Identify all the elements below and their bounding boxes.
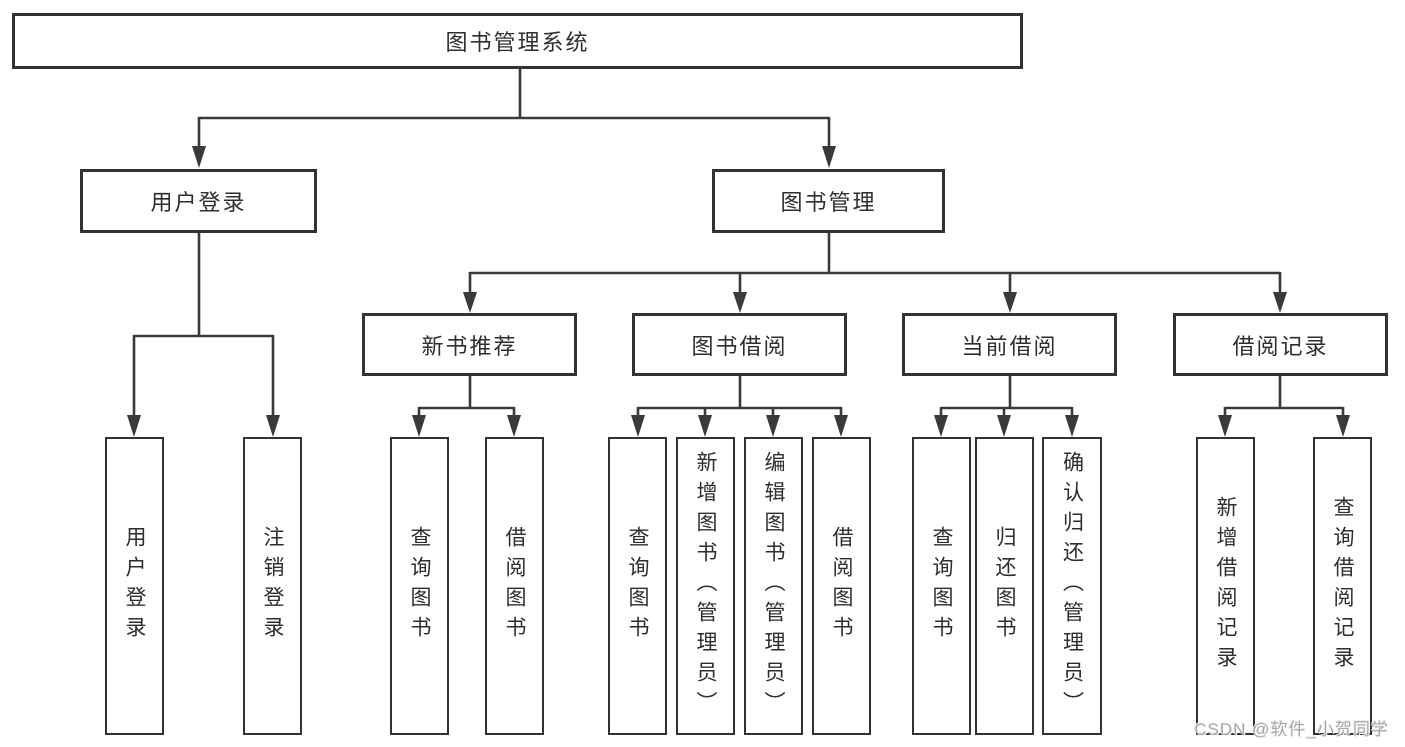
node-borrow-records: 借阅记录 [1173, 313, 1388, 376]
leaf-label: 借阅图书 [830, 526, 853, 646]
node-book-mgmt-label: 图书管理 [780, 190, 877, 215]
leaf-label: 编辑图书（管理员） [762, 451, 785, 721]
arrowheads-level2 [192, 146, 836, 168]
arrowheads-borrow-records [1218, 415, 1350, 437]
node-return-book: 归还图书 [975, 437, 1034, 735]
leaf-label: 查询图书 [408, 526, 431, 646]
node-user-login-leaf: 用户登录 [105, 437, 164, 735]
leaf-label: 确认归还（管理员） [1060, 451, 1084, 721]
node-system-label: 图书管理系统 [445, 30, 590, 55]
node-query-book-cur: 查询图书 [912, 437, 971, 735]
node-new-book-recommend: 新书推荐 [362, 313, 577, 376]
node-logout-leaf: 注销登录 [243, 437, 302, 735]
leaf-label: 查询图书 [626, 526, 649, 646]
node-current-borrowing-label: 当前借阅 [961, 333, 1058, 359]
node-add-borrow-record: 新增借阅记录 [1196, 437, 1255, 735]
connector-root-to-level2 [197, 69, 831, 147]
arrowheads-current-borrowing [934, 415, 1079, 437]
connector-new-book-rec-children [417, 376, 516, 416]
arrowheads-new-book-rec [412, 415, 521, 437]
connector-current-borrowing-children [939, 376, 1074, 416]
node-query-book-bor: 查询图书 [608, 437, 667, 735]
node-book-mgmt: 图书管理 [712, 169, 945, 233]
leaf-label: 新增图书（管理员） [694, 451, 717, 721]
node-add-book-admin: 新增图书（管理员） [676, 437, 735, 735]
node-borrow-book-rec: 借阅图书 [485, 437, 544, 735]
node-book-borrowing: 图书借阅 [632, 313, 847, 376]
leaf-label: 查询借阅记录 [1331, 496, 1354, 676]
node-user-login-label: 用户登录 [150, 190, 247, 215]
leaf-label: 借阅图书 [503, 526, 526, 646]
node-borrow-records-label: 借阅记录 [1232, 333, 1329, 359]
node-edit-book-admin: 编辑图书（管理员） [744, 437, 803, 735]
leaf-label: 归还图书 [993, 526, 1016, 646]
leaf-label: 新增借阅记录 [1214, 496, 1237, 676]
arrowheads-book-borrowing [631, 415, 848, 437]
node-user-login: 用户登录 [80, 169, 317, 233]
node-borrow-book-bor: 借阅图书 [812, 437, 871, 735]
leaf-label: 注销登录 [261, 526, 284, 646]
node-query-borrow-record: 查询借阅记录 [1313, 437, 1372, 735]
leaf-label: 用户登录 [123, 526, 146, 646]
connector-book-mgmt-to-level3 [468, 233, 1282, 293]
node-new-book-recommend-label: 新书推荐 [421, 333, 518, 359]
arrowheads-level3 [463, 292, 1287, 313]
node-confirm-return-admin: 确认归还（管理员） [1042, 437, 1102, 735]
node-system: 图书管理系统 [12, 13, 1023, 69]
arrowheads-user-login-leaves [127, 415, 280, 437]
leaf-label: 查询图书 [930, 526, 953, 646]
connector-borrow-records-children [1223, 376, 1345, 416]
connector-book-borrowing-children [636, 376, 843, 416]
node-query-book-rec: 查询图书 [390, 437, 449, 735]
node-current-borrowing: 当前借阅 [902, 313, 1117, 376]
node-book-borrowing-label: 图书借阅 [691, 333, 788, 359]
connector-user-login-to-leaves [132, 233, 275, 416]
